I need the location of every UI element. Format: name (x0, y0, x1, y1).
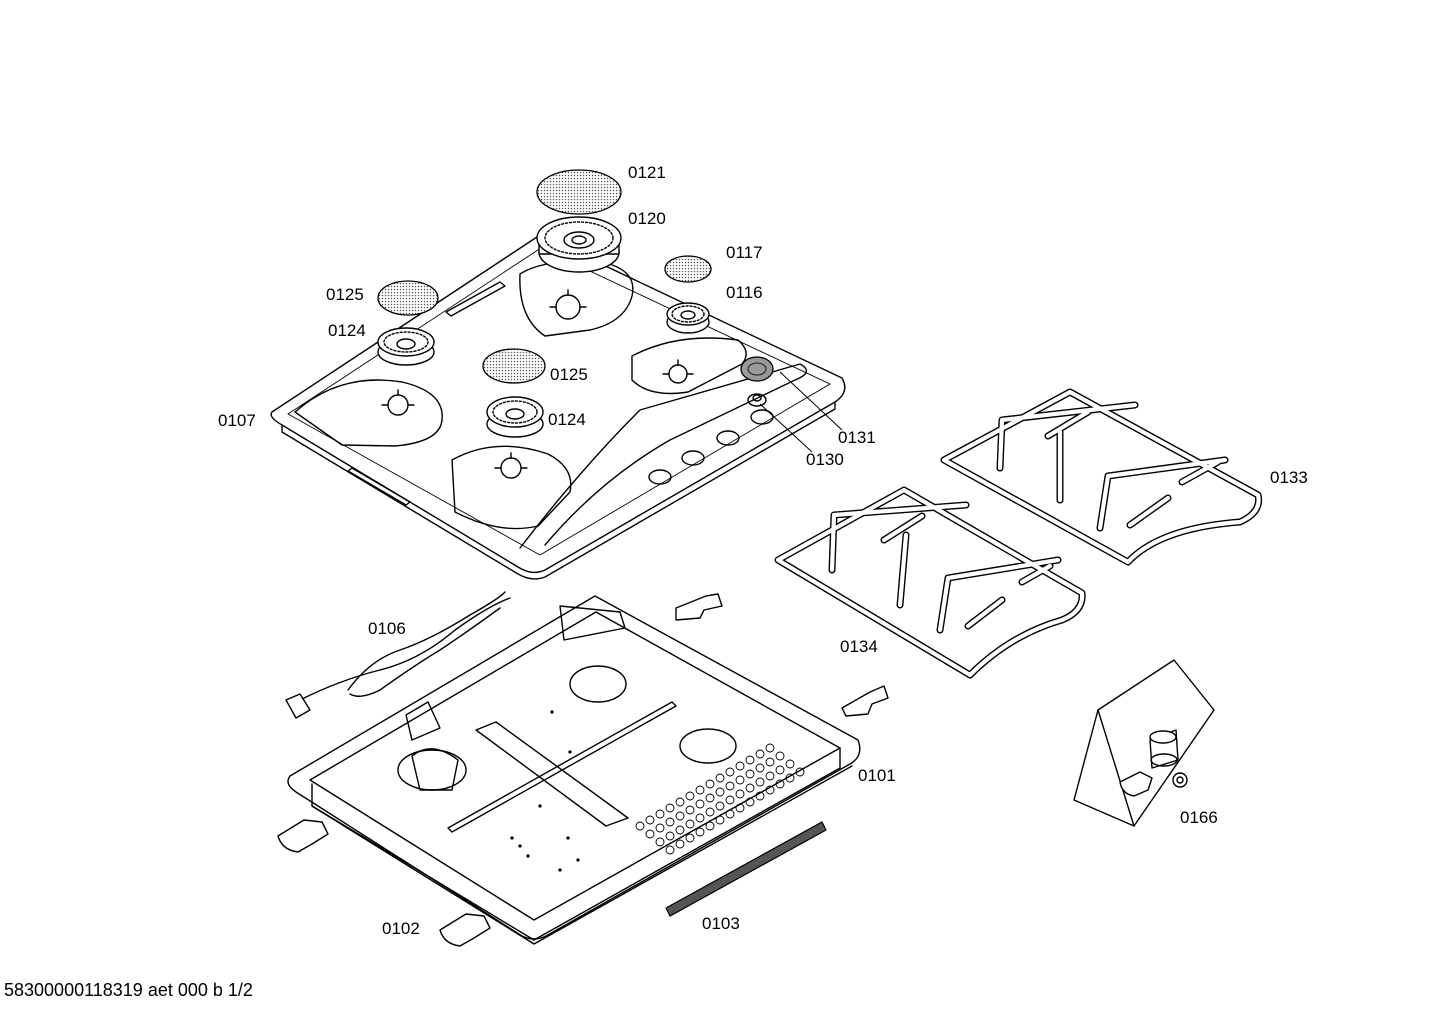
burner-cap-large (536, 169, 622, 215)
power-cable (285, 591, 511, 719)
burner-medium-left (377, 327, 435, 366)
bottom-tray (287, 595, 861, 945)
label-0124-left: 0124 (328, 321, 366, 340)
leader-lines (759, 371, 843, 453)
label-0106: 0106 (368, 619, 406, 638)
label-0131: 0131 (838, 428, 876, 447)
label-0120: 0120 (628, 209, 666, 228)
accessory-kit (1073, 659, 1215, 827)
label-0130: 0130 (806, 450, 844, 469)
label-0124-center: 0124 (548, 410, 586, 429)
seal-strip (665, 821, 827, 917)
label-0103: 0103 (702, 914, 740, 933)
label-0134: 0134 (840, 637, 878, 656)
burner-medium-center (486, 396, 544, 438)
label-0101: 0101 (858, 766, 896, 785)
label-0166: 0166 (1180, 808, 1218, 827)
label-0125-center: 0125 (550, 365, 588, 384)
label-0125-left: 0125 (326, 285, 364, 304)
mounting-clip (277, 593, 889, 947)
burner-cap-medium-left (377, 280, 439, 316)
label-0117: 0117 (726, 243, 763, 262)
pan-support-grate-right (940, 388, 1263, 566)
burner-large (536, 216, 622, 273)
burner-small (666, 302, 710, 334)
igniter-0131 (740, 356, 774, 382)
label-0133: 0133 (1270, 468, 1308, 487)
label-0102: 0102 (382, 919, 420, 938)
pan-support-grate-left (774, 486, 1086, 679)
label-0116: 0116 (726, 283, 763, 302)
document-id: 58300000118319 aet 000 b 1/2 (4, 980, 253, 1000)
part-labels: 0121 0120 0117 0116 0125 0124 0125 0124 … (218, 163, 1308, 938)
burner-cap-small (664, 255, 712, 283)
burner-cap-medium-center (482, 348, 546, 384)
label-0121: 0121 (628, 163, 666, 182)
label-0107: 0107 (218, 411, 256, 430)
